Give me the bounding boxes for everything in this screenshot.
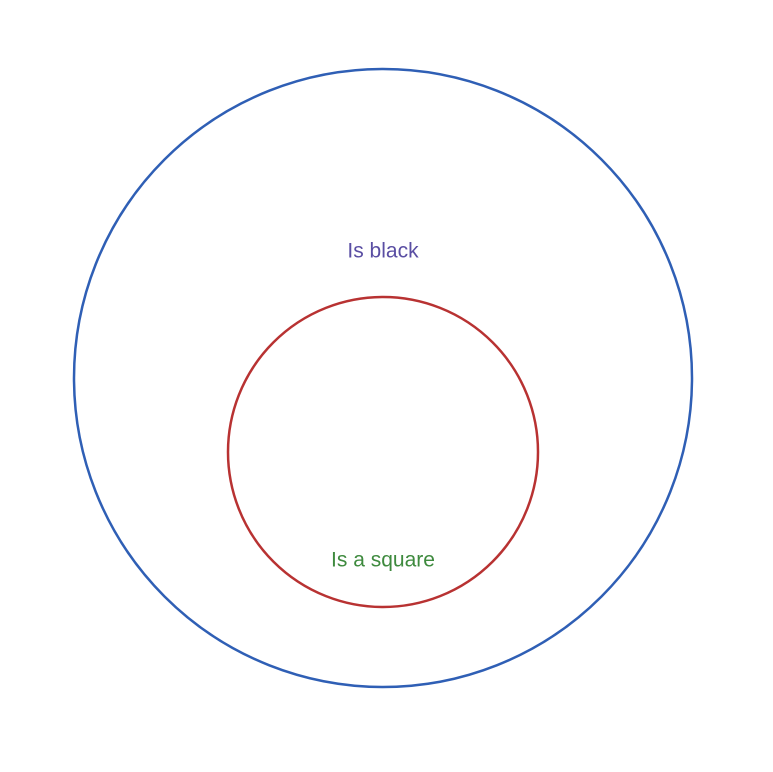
- inner-circle-label: Is a square: [331, 549, 435, 572]
- outer-circle-label: Is black: [347, 240, 419, 263]
- outer-circle: [72, 67, 694, 689]
- inner-circle: [226, 295, 540, 609]
